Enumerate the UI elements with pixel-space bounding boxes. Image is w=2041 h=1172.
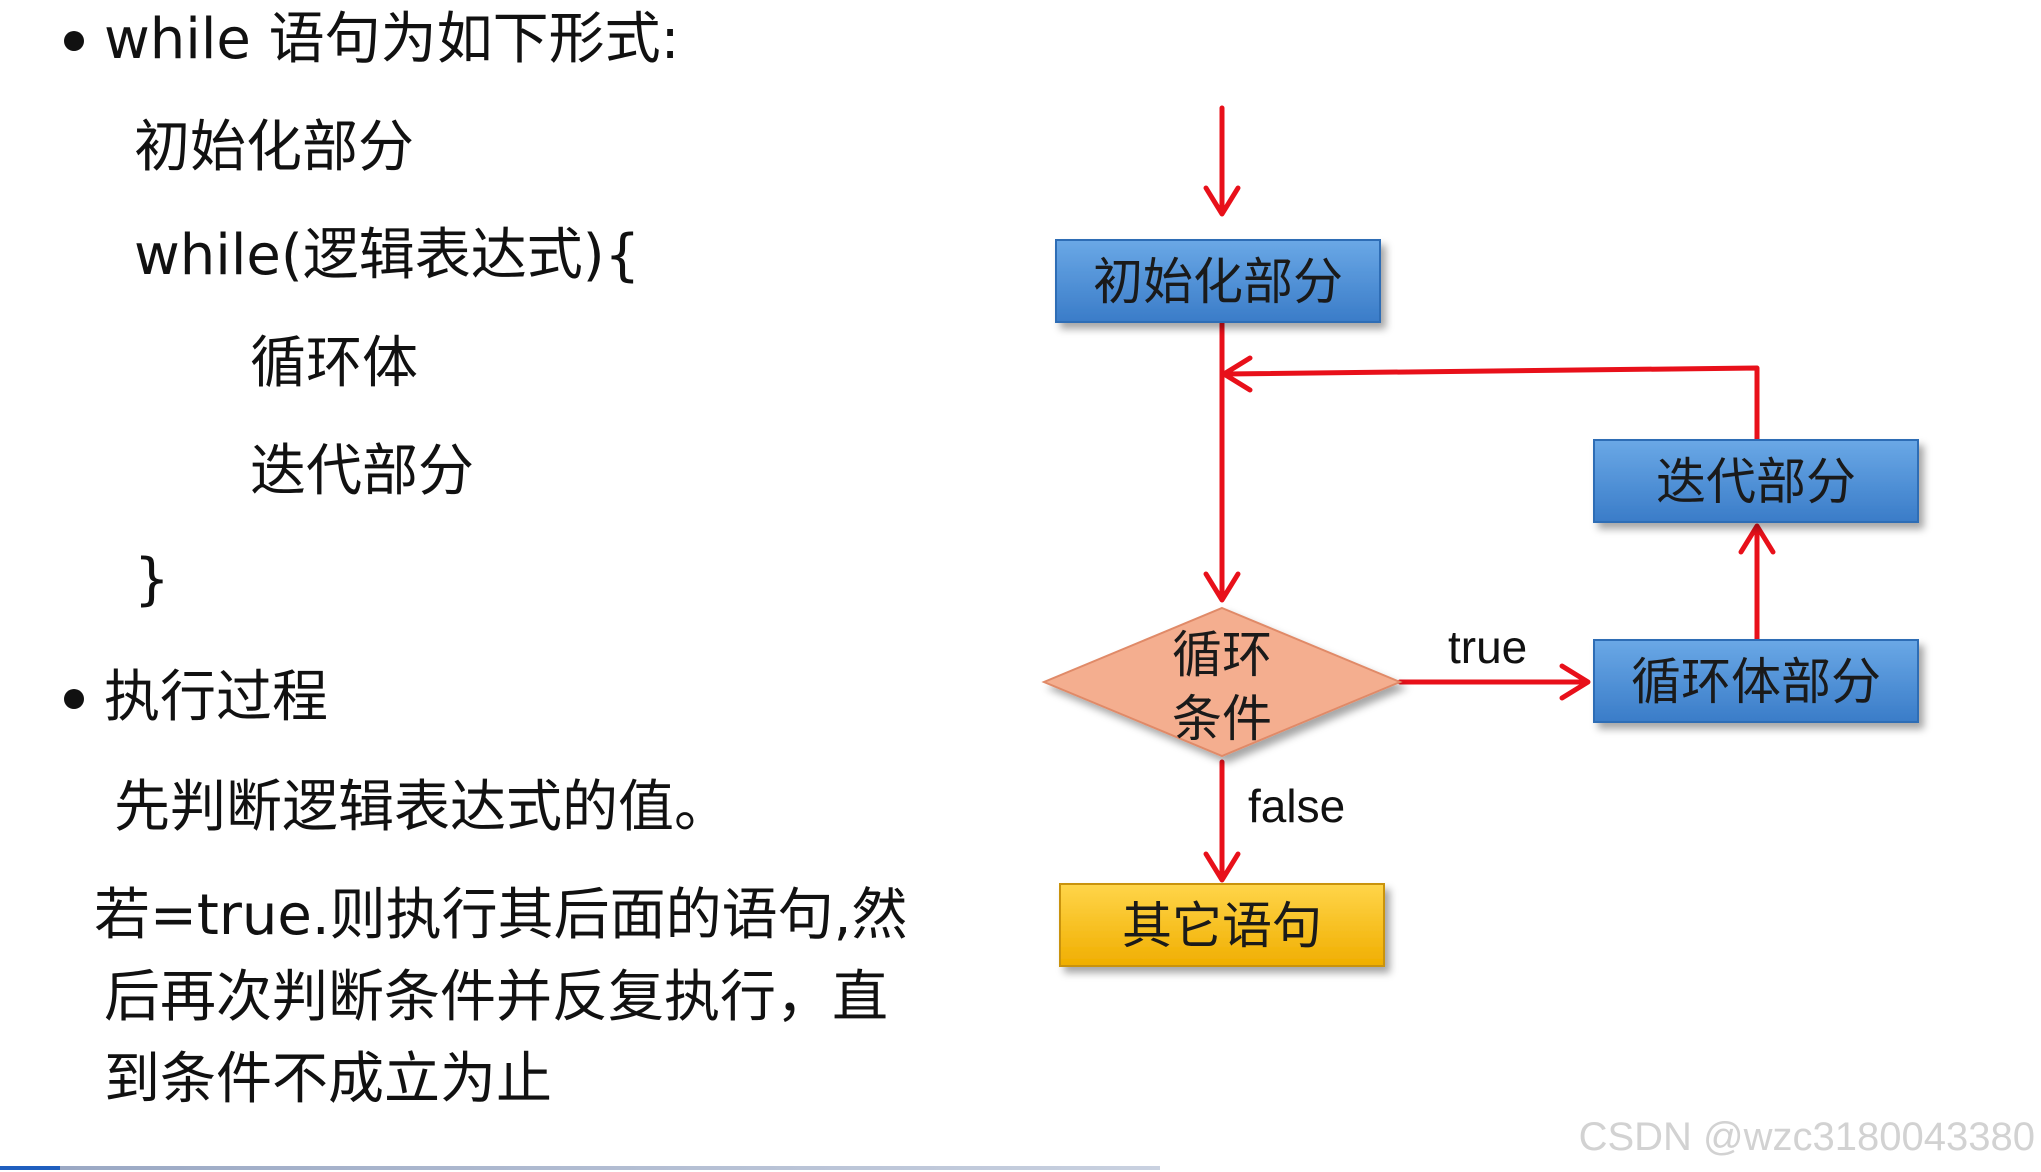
node-body [1593,639,1919,723]
node-condition [1041,606,1403,758]
arrowhead-loop [1221,355,1253,393]
arrowhead-cond [1203,571,1241,603]
arrowhead-false [1203,851,1241,883]
node-init [1055,239,1381,323]
node-iter [1593,439,1919,523]
node-cond-label-2: 条件 [1172,690,1272,748]
watermark: CSDN @wzc3180043380 [1578,1115,2035,1159]
bullet-2 [64,689,84,709]
bullet-1 [64,31,84,51]
desc-line-4: 到条件不成立为止 [104,1047,552,1112]
section-title-while: while 语句为如下形式: [104,7,680,72]
code-line-iter: 迭代部分 [250,439,474,504]
desc-line-3: 后再次判断条件并反复执行，直 [104,965,888,1030]
code-line-init: 初始化部分 [134,115,414,180]
arrowhead-iter [1738,523,1776,555]
code-line-brace: } [134,547,170,612]
desc-line-2: 若=true.则执行其后面的语句,然 [94,883,908,948]
node-other-label: 其它语句 [1122,897,1322,955]
desc-line-1: 先判断逻辑表达式的值。 [114,775,730,840]
section-title-exec: 执行过程 [104,665,328,730]
label-false: false [1248,780,1345,832]
code-line-body: 循环体 [250,331,418,396]
node-init-label: 初始化部分 [1093,253,1343,311]
arrowhead-entry [1203,185,1241,217]
node-cond-label-1: 循环 [1172,626,1272,684]
edge-iter-loop [1223,365,1760,443]
arrowhead-true [1559,663,1591,701]
bottom-rule [0,1166,1160,1170]
label-true: true [1448,621,1527,673]
node-iter-label: 迭代部分 [1656,453,1856,511]
node-body-label: 循环体部分 [1631,653,1881,711]
node-other [1059,883,1385,967]
code-line-while: while(逻辑表达式){ [134,223,641,288]
